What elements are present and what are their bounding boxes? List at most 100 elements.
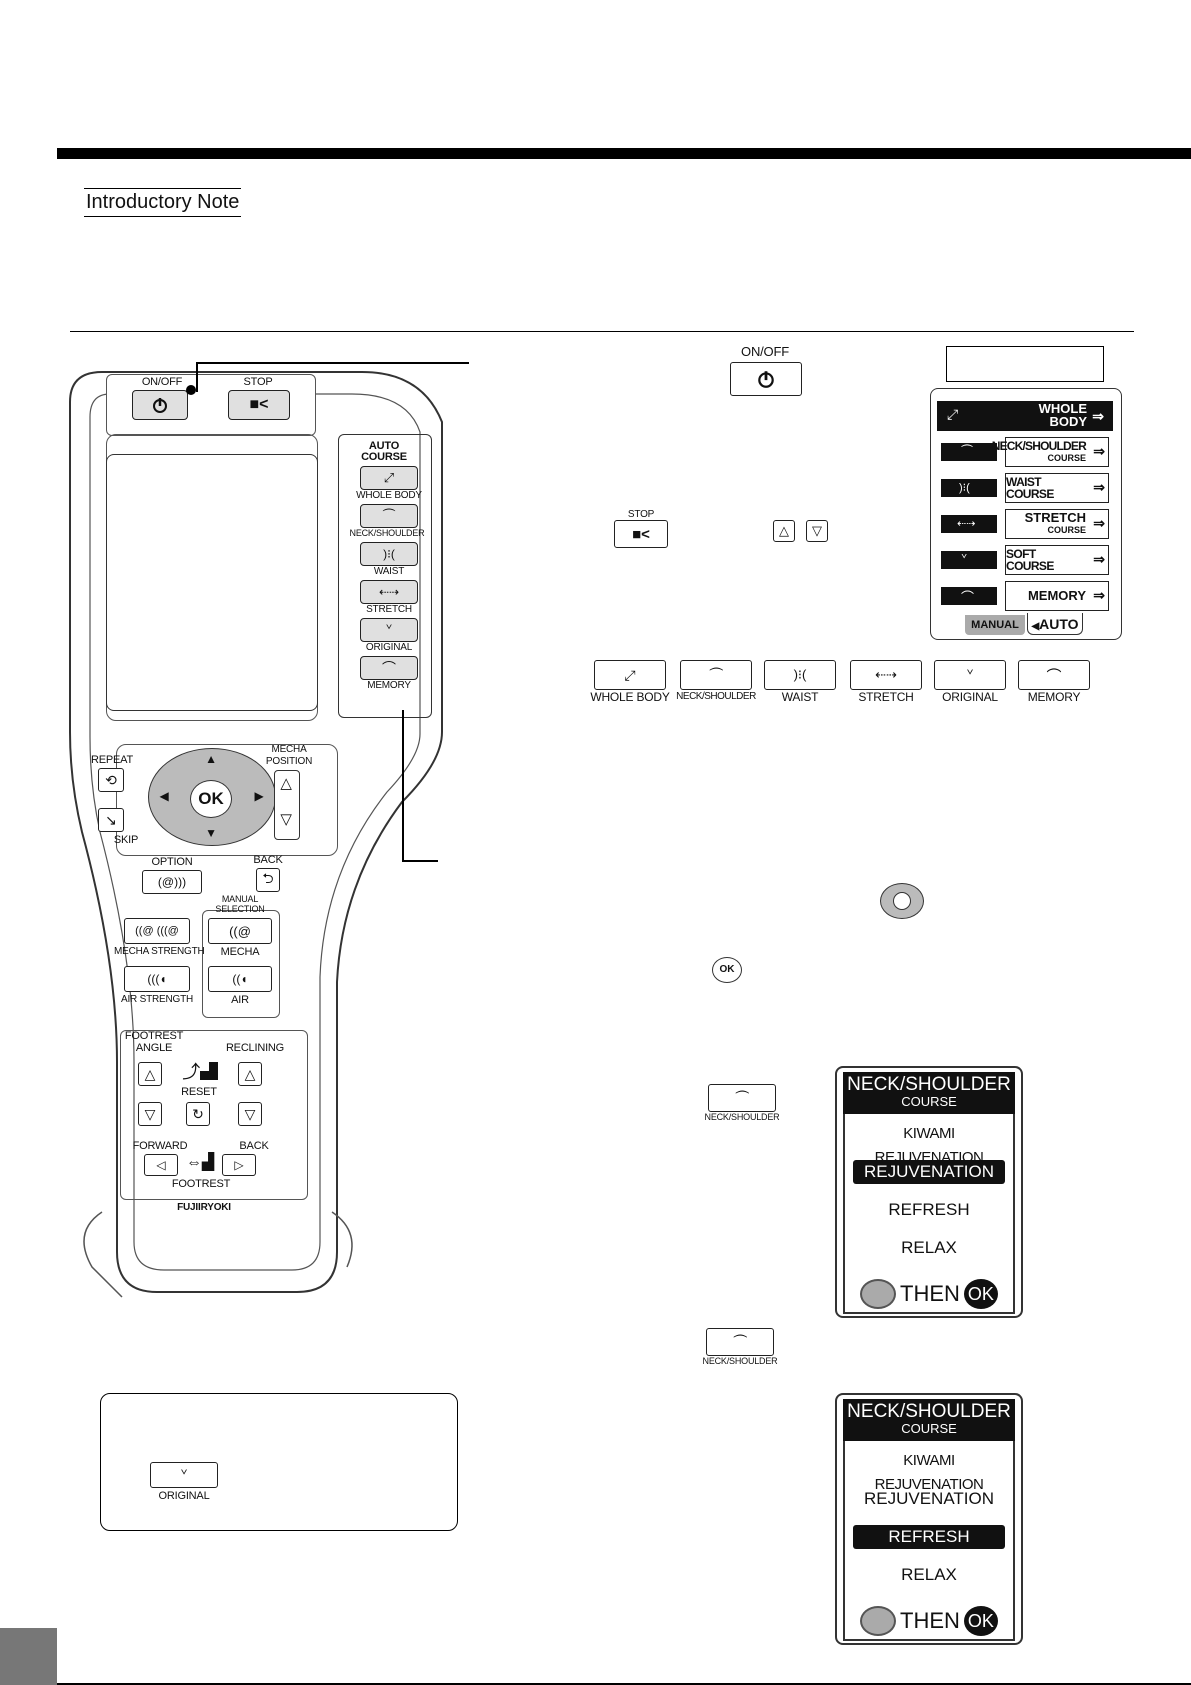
reset-button[interactable]: ↻ — [186, 1102, 210, 1126]
mecha-strength-button[interactable]: ((@ (((@ — [124, 918, 190, 944]
reclining-up-button[interactable]: △ — [238, 1062, 262, 1086]
screen2-option-2: REFRESH — [853, 1525, 1005, 1549]
auto-stretch-label: STRETCH — [366, 604, 412, 615]
reclining-down-button[interactable]: ▽ — [238, 1102, 262, 1126]
reset-label: RESET — [181, 1086, 217, 1098]
forward-label: FORWARD — [132, 1140, 188, 1152]
option-button[interactable]: (@))) — [142, 870, 202, 894]
auto-stretch-button[interactable]: ⇠⇢ — [360, 580, 418, 604]
screen-subtitle: COURSE — [901, 1421, 957, 1436]
row-original-label: ORIGINAL — [942, 690, 998, 704]
auto-neck-shoulder-button[interactable]: ⏜ — [360, 504, 418, 528]
auto-menu-item-main: MEMORY — [1027, 588, 1086, 603]
triangle-down-icon: ▽ — [812, 523, 822, 538]
mecha-down-icon[interactable]: ▽ — [280, 811, 292, 828]
stop-button[interactable]: ■< — [228, 390, 290, 420]
original-icon: ᘁ — [961, 552, 968, 566]
auto-memory-button[interactable]: ⌒ — [360, 656, 418, 680]
stretch-icon: ⇠⇢ — [378, 585, 400, 599]
stretch-icon-box: ⇠⇢ — [941, 515, 997, 533]
repeat-button[interactable]: ⟲ — [98, 768, 124, 792]
auto-menu-row-whole-body: ⤢ WHOLE BODY COURSE ⇒ — [937, 401, 1109, 441]
arrow-right-icon: ⇒ — [1092, 408, 1104, 424]
auto-menu-row-waist: )⁝( WAIST COURSE⇒ — [937, 473, 1109, 503]
auto-whole-body-button[interactable]: ⤢ — [360, 466, 418, 490]
option-icon: (@))) — [157, 875, 187, 889]
mecha-up-icon[interactable]: △ — [280, 775, 292, 792]
row-stretch-button: ⇠⇢ — [850, 660, 922, 690]
note-box — [100, 1393, 458, 1531]
footrest-slide-icon: ⇔▟ — [186, 1154, 214, 1171]
on-off-button[interactable] — [132, 390, 188, 420]
triangle-down-icon: ▽ — [244, 1105, 256, 1122]
auto-course-title-2: COURSE — [361, 451, 407, 463]
back2-label: BACK — [239, 1140, 269, 1152]
memory-icon-box: ⌒ — [941, 587, 997, 605]
row-whole-body-button: ⤢ — [594, 660, 666, 690]
skip-button[interactable]: ↘ — [98, 808, 124, 832]
neck-shoulder-step-label-2: NECK/SHOULDER — [702, 1356, 778, 1366]
callout-line-top-vert — [196, 362, 198, 392]
option-label: OPTION — [151, 856, 193, 868]
row-neck-shoulder-label: NECK/SHOULDER — [676, 691, 756, 702]
whole-body-icon: ⤢ — [624, 666, 636, 683]
auto-course-panel — [338, 434, 432, 718]
stop-label: STOP — [243, 376, 273, 388]
original-icon: ᘁ — [966, 666, 974, 683]
mecha-position-label-1: MECHA — [271, 744, 307, 755]
back-button[interactable]: ⮌ — [256, 868, 280, 892]
neck-shoulder-icon: ⏜ — [709, 666, 723, 683]
auto-menu-item-main: WHOLE BODY — [1038, 401, 1087, 429]
dpad-left-icon[interactable]: ◀ — [159, 789, 169, 803]
tab-auto-label: AUTO — [1039, 616, 1079, 632]
footrest-forward-button[interactable]: ◁ — [144, 1154, 178, 1176]
row-stretch-label: STRETCH — [858, 690, 914, 704]
auto-menu-item-sub: COURSE — [1047, 453, 1086, 463]
mecha-button[interactable]: ((@ — [208, 918, 272, 944]
power-icon — [758, 371, 774, 388]
auto-course-title-1: AUTO — [368, 440, 400, 452]
air-label: AIR — [231, 994, 249, 1006]
footrest-back-button[interactable]: ▷ — [222, 1154, 256, 1176]
chair-icon: ⤴▟ — [182, 1062, 218, 1082]
dpad-up-icon[interactable]: ▲ — [205, 752, 217, 766]
screen-title: NECK/SHOULDER — [847, 1401, 1011, 1422]
air-icon: ((◖ — [232, 972, 248, 986]
waist-icon-box: )⁝( — [941, 479, 997, 497]
air-button[interactable]: ((◖ — [208, 966, 272, 992]
auto-waist-button[interactable]: )⁝( — [360, 542, 418, 566]
screen2-option-3: RELAX — [901, 1565, 957, 1584]
triangle-left-icon: ◁ — [156, 1158, 166, 1172]
arrow-right-icon: ⇒ — [1093, 515, 1105, 531]
screen-body: KIWAMI REJUVENATION REJUVENATION REFRESH… — [843, 1441, 1015, 1641]
row-original-button: ᘁ — [934, 660, 1006, 690]
then-label: THEN — [900, 1281, 960, 1306]
dpad-right-icon[interactable]: ▶ — [254, 789, 264, 803]
footrest-angle-label-2: ANGLE — [135, 1042, 173, 1054]
ok-button[interactable]: OK — [190, 780, 232, 818]
screen1-option-3: RELAX — [901, 1238, 957, 1257]
auto-original-button[interactable]: ᘁ — [360, 618, 418, 642]
whole-body-icon: ⤢ — [383, 470, 395, 485]
auto-waist-label: WAIST — [373, 566, 405, 577]
auto-original-label: ORIGINAL — [365, 642, 413, 653]
footrest-angle-label-1: FOOTREST — [124, 1030, 184, 1042]
memory-icon: ⌒ — [382, 660, 396, 676]
repeat-icon: ⟲ — [105, 771, 117, 788]
auto-menu-item-main: STRETCH — [1024, 510, 1086, 525]
auto-menu-item-main: SOFT COURSE — [1006, 547, 1054, 573]
footrest-angle-down-button[interactable]: ▽ — [138, 1102, 162, 1126]
back-icon: ⮌ — [262, 870, 274, 886]
footrest-angle-up-button[interactable]: △ — [138, 1062, 162, 1086]
ok-circle-icon: OK — [963, 1279, 998, 1309]
row-memory-button: ⌒ — [1018, 660, 1090, 690]
arrow-right-icon: ⇒ — [1093, 479, 1105, 495]
dpad-down-icon[interactable]: ▼ — [205, 826, 217, 840]
footrest-panel — [120, 1030, 308, 1200]
auto-menu-whole-body-text: WHOLE BODY COURSE — [1005, 401, 1109, 441]
air-strength-button[interactable]: (((◖ — [124, 966, 190, 992]
waist-icon: )⁝( — [383, 547, 395, 561]
auto-menu-memory-text: MEMORY⇒ — [1005, 581, 1109, 611]
